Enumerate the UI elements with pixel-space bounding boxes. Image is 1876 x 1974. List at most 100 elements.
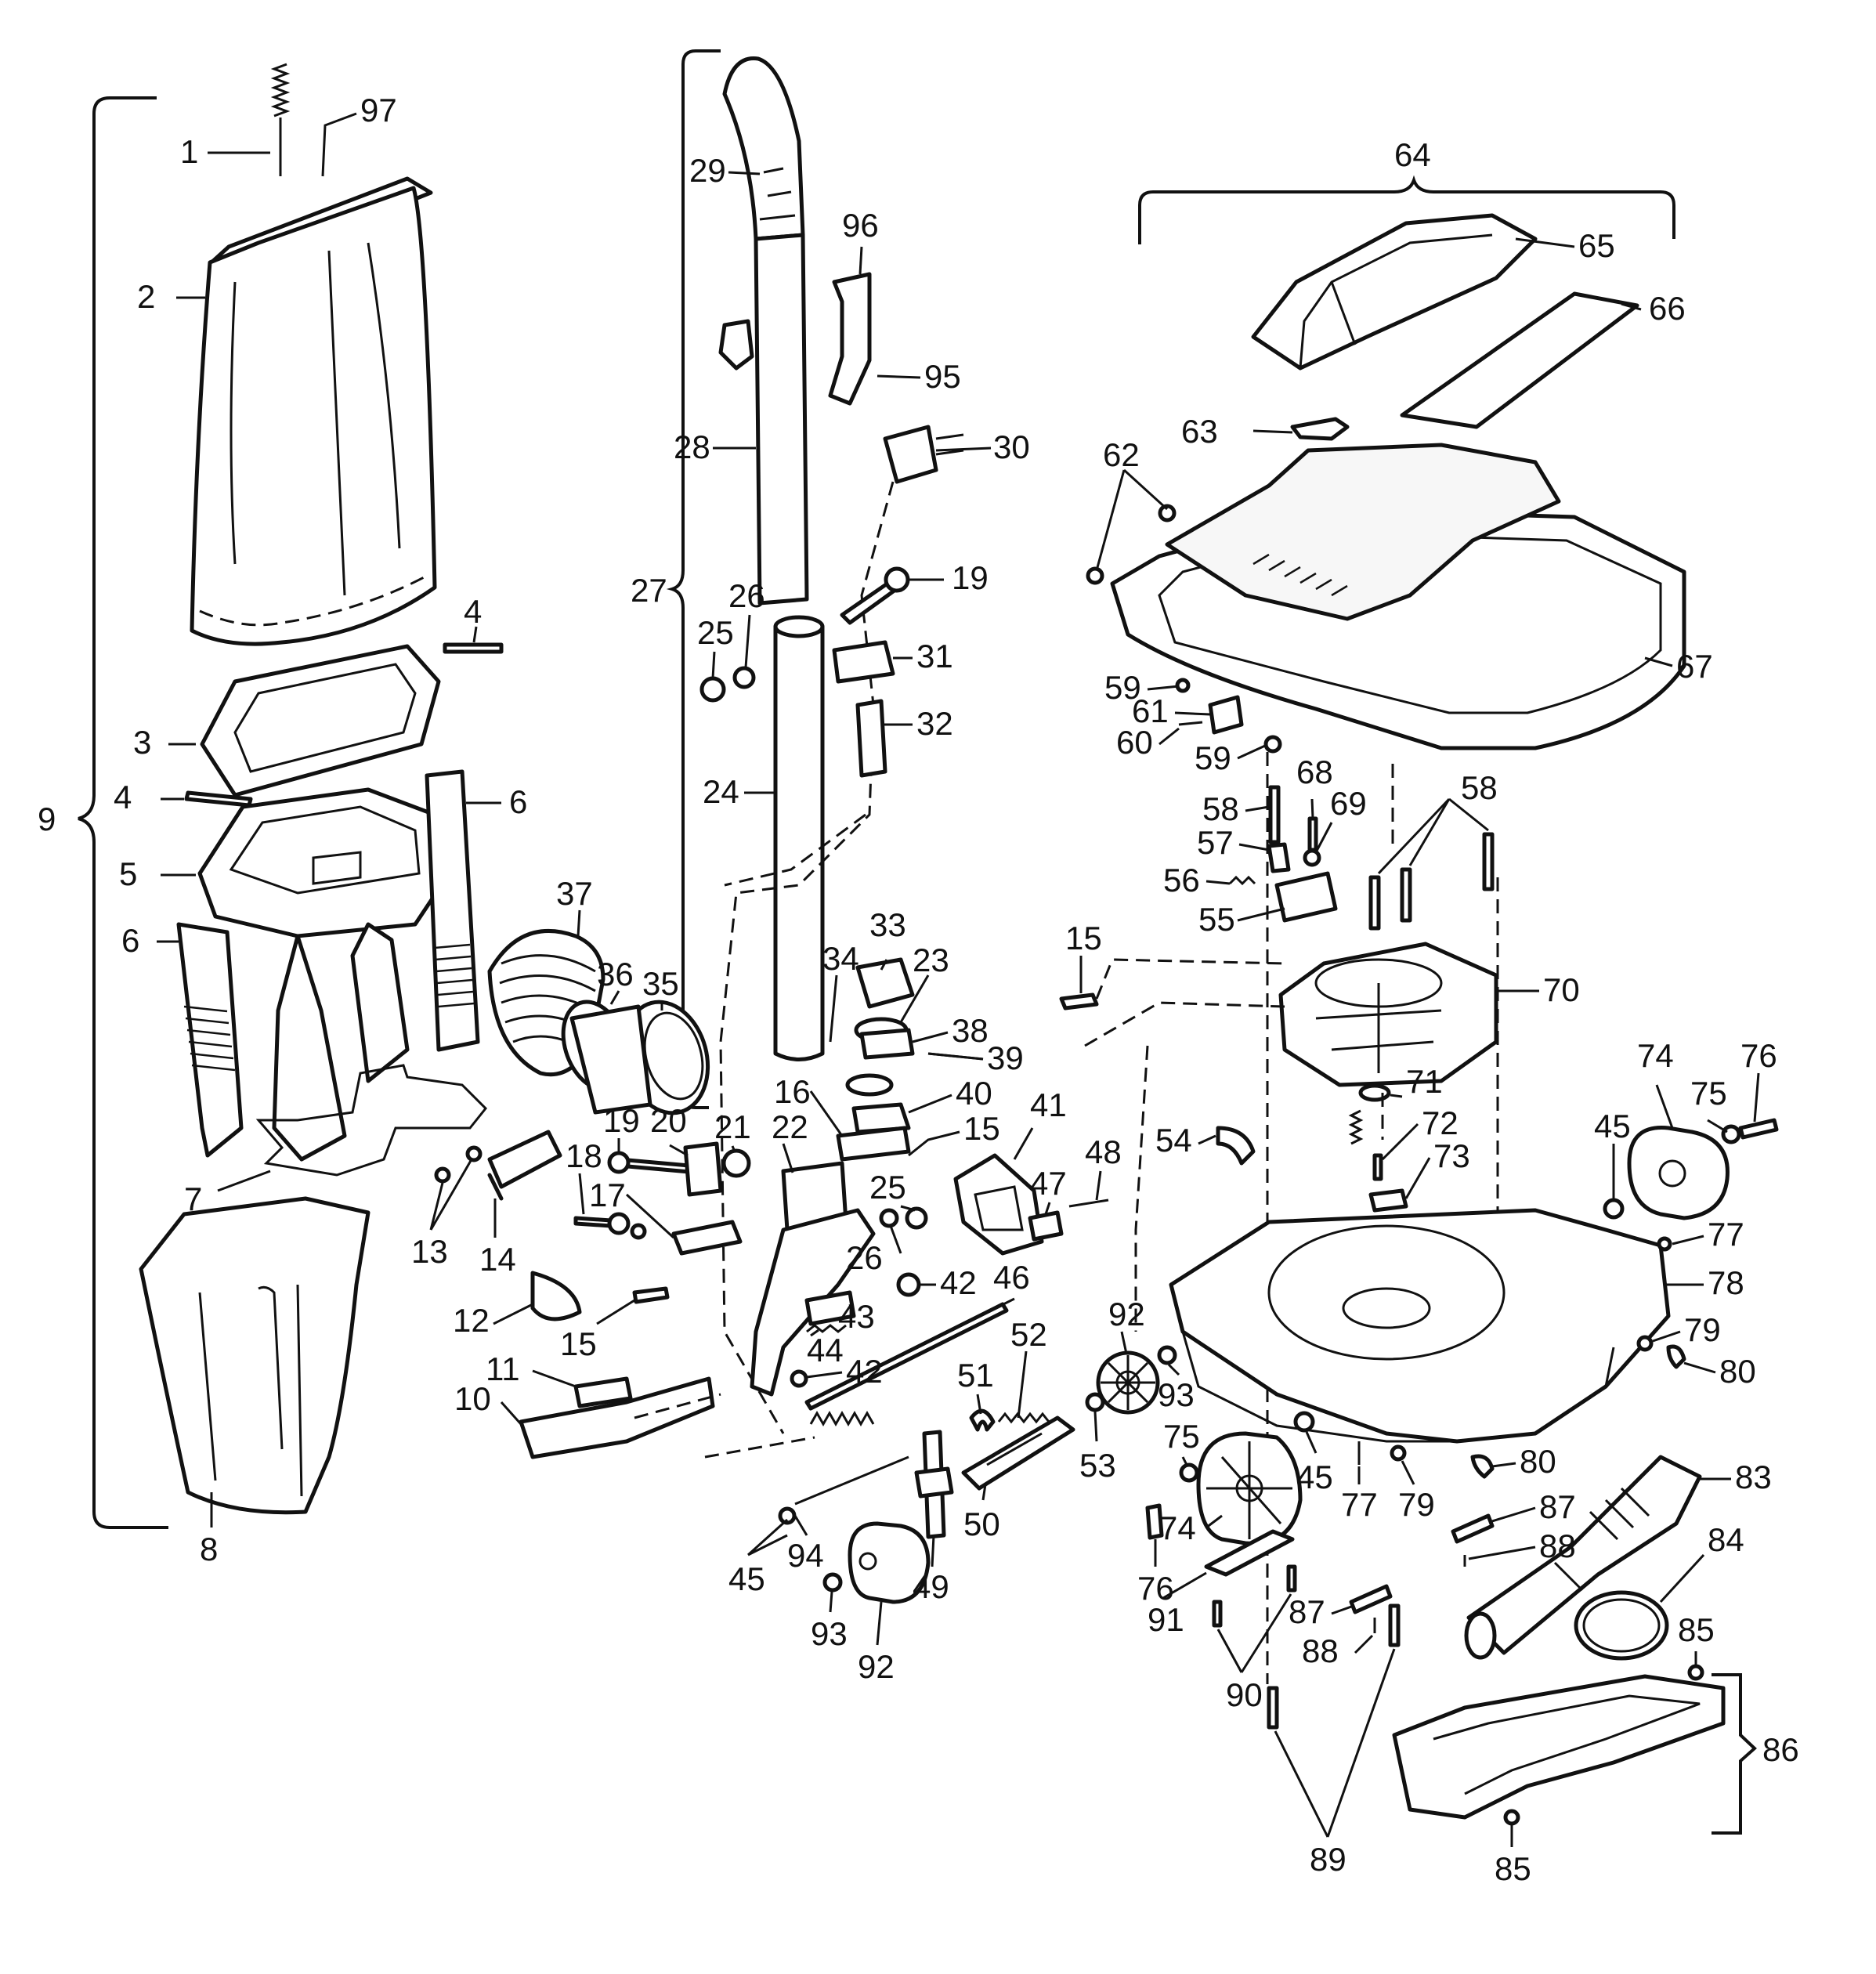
callout-85-lower: 85 — [1495, 1850, 1531, 1887]
callout-11: 11 — [486, 1350, 520, 1387]
bracket-part-14 — [487, 1130, 562, 1201]
nut-part-42-upper — [896, 1272, 921, 1297]
leader-69 — [1314, 822, 1333, 853]
callout-69: 69 — [1330, 785, 1367, 822]
callout-7: 7 — [184, 1180, 202, 1217]
bracket-part-41 — [953, 1153, 1044, 1256]
leader-36 — [609, 990, 620, 1005]
brush-roll-part-83 — [1466, 1455, 1702, 1655]
rod-part-46 — [804, 1302, 1009, 1411]
leader-79a — [1652, 1330, 1681, 1343]
pin-part-15-right — [1059, 992, 1099, 1010]
callout-74-upper: 74 — [1637, 1037, 1674, 1074]
callout-87-upper: 87 — [1539, 1488, 1576, 1525]
handle-bracket — [718, 319, 754, 371]
base-78-bowl — [1267, 1224, 1505, 1361]
callout-21: 21 — [714, 1108, 751, 1145]
callout-74-lower: 74 — [1159, 1509, 1196, 1546]
spacer-part-57 — [1267, 842, 1291, 873]
callout-45-right: 45 — [1594, 1108, 1631, 1144]
knob-part-21 — [721, 1148, 751, 1178]
washer-19-upper — [884, 566, 910, 593]
bag-housing-inner — [229, 805, 421, 895]
leader-43 — [848, 1303, 855, 1317]
washer-part-53 — [1085, 1392, 1105, 1412]
callout-15-mid: 15 — [963, 1110, 1000, 1147]
plate-part-91 — [1204, 1529, 1295, 1577]
callout-34: 34 — [822, 940, 859, 977]
hood-cap-part-65 — [1251, 213, 1538, 371]
washer-part-26-lower — [879, 1208, 899, 1228]
hose-dashed — [724, 813, 866, 887]
callout-15-right: 15 — [1065, 920, 1102, 956]
callout-86: 86 — [1762, 1731, 1799, 1768]
callout-47: 47 — [1030, 1165, 1067, 1202]
clip-part-12 — [530, 1271, 582, 1321]
leader-90 — [1216, 1593, 1292, 1673]
callout-33: 33 — [869, 906, 906, 943]
screw-part-58-a — [1368, 875, 1381, 931]
callout-30: 30 — [993, 428, 1030, 465]
screw-part-85-upper — [1687, 1664, 1704, 1681]
leader-29 — [728, 171, 761, 175]
callout-87-lower: 87 — [1289, 1593, 1325, 1630]
washer-part-93-upper — [1157, 1345, 1177, 1365]
leader-74a — [1655, 1084, 1674, 1129]
screw-part-58-b — [1400, 867, 1412, 923]
washer-part-75-upper — [1721, 1124, 1741, 1144]
screw-part-13-a — [434, 1166, 451, 1184]
washer-part-59-upper — [1175, 678, 1191, 693]
handle-assembly — [699, 56, 984, 1434]
spring-part-56 — [1228, 875, 1256, 886]
strip-part-4-upper — [443, 642, 504, 654]
washer-part-45-left — [778, 1506, 797, 1525]
leader-89 — [1274, 1648, 1396, 1838]
callout-29: 29 — [689, 152, 726, 189]
callout-41: 41 — [1030, 1086, 1067, 1123]
handle-tube-part-24 — [773, 624, 825, 1061]
base-part-78 — [1169, 1208, 1671, 1444]
callout-75-upper: 75 — [1690, 1075, 1727, 1112]
leader-66 — [1621, 302, 1642, 311]
callout-42-lower: 42 — [846, 1353, 883, 1390]
brush-roll-83-end — [1464, 1611, 1497, 1660]
callout-31: 31 — [916, 638, 953, 674]
leader-59b — [1237, 744, 1266, 760]
side-panel-6-right-vents — [434, 943, 475, 1008]
callout-4-lower: 4 — [114, 779, 132, 815]
pin-part-15-left — [632, 1286, 670, 1304]
callout-37: 37 — [556, 875, 593, 912]
leader-53 — [1093, 1411, 1098, 1442]
callout-35: 35 — [642, 965, 679, 1002]
screw-part-77-upper — [1657, 1236, 1672, 1252]
callout-80-upper: 80 — [1719, 1353, 1756, 1390]
washer-part-45-mid — [1293, 1411, 1315, 1433]
callout-61: 61 — [1132, 692, 1169, 729]
callout-89: 89 — [1310, 1841, 1346, 1878]
callout-45-mid: 45 — [1296, 1459, 1333, 1495]
callout-19-lower: 19 — [603, 1102, 640, 1139]
bracket-64 — [1138, 175, 1675, 244]
callout-76-upper: 76 — [1740, 1037, 1777, 1074]
callout-90: 90 — [1226, 1676, 1263, 1713]
pivot-assembly — [434, 1130, 1109, 1459]
screw-part-90-b — [1286, 1564, 1297, 1593]
screw-part-89-a — [1267, 1686, 1279, 1730]
leader-10 — [500, 1401, 522, 1425]
washer-part-59-lower — [1263, 735, 1282, 754]
callout-91: 91 — [1148, 1601, 1184, 1638]
plate-part-61 — [1208, 695, 1244, 735]
leader-51 — [976, 1394, 982, 1415]
callout-95: 95 — [924, 358, 961, 395]
bracket-86 — [1712, 1673, 1757, 1835]
washer-part-79-upper — [1636, 1335, 1654, 1352]
callout-39: 39 — [987, 1039, 1024, 1076]
callout-59-lower: 59 — [1195, 739, 1231, 776]
leader-38 — [912, 1031, 949, 1043]
leader-23 — [899, 974, 930, 1023]
bag-tray-inner — [233, 663, 417, 773]
leader-26b — [889, 1225, 902, 1254]
washer-part-26-upper — [732, 666, 756, 689]
leader-22 — [782, 1143, 794, 1173]
nut-part-42-lower — [790, 1369, 808, 1388]
